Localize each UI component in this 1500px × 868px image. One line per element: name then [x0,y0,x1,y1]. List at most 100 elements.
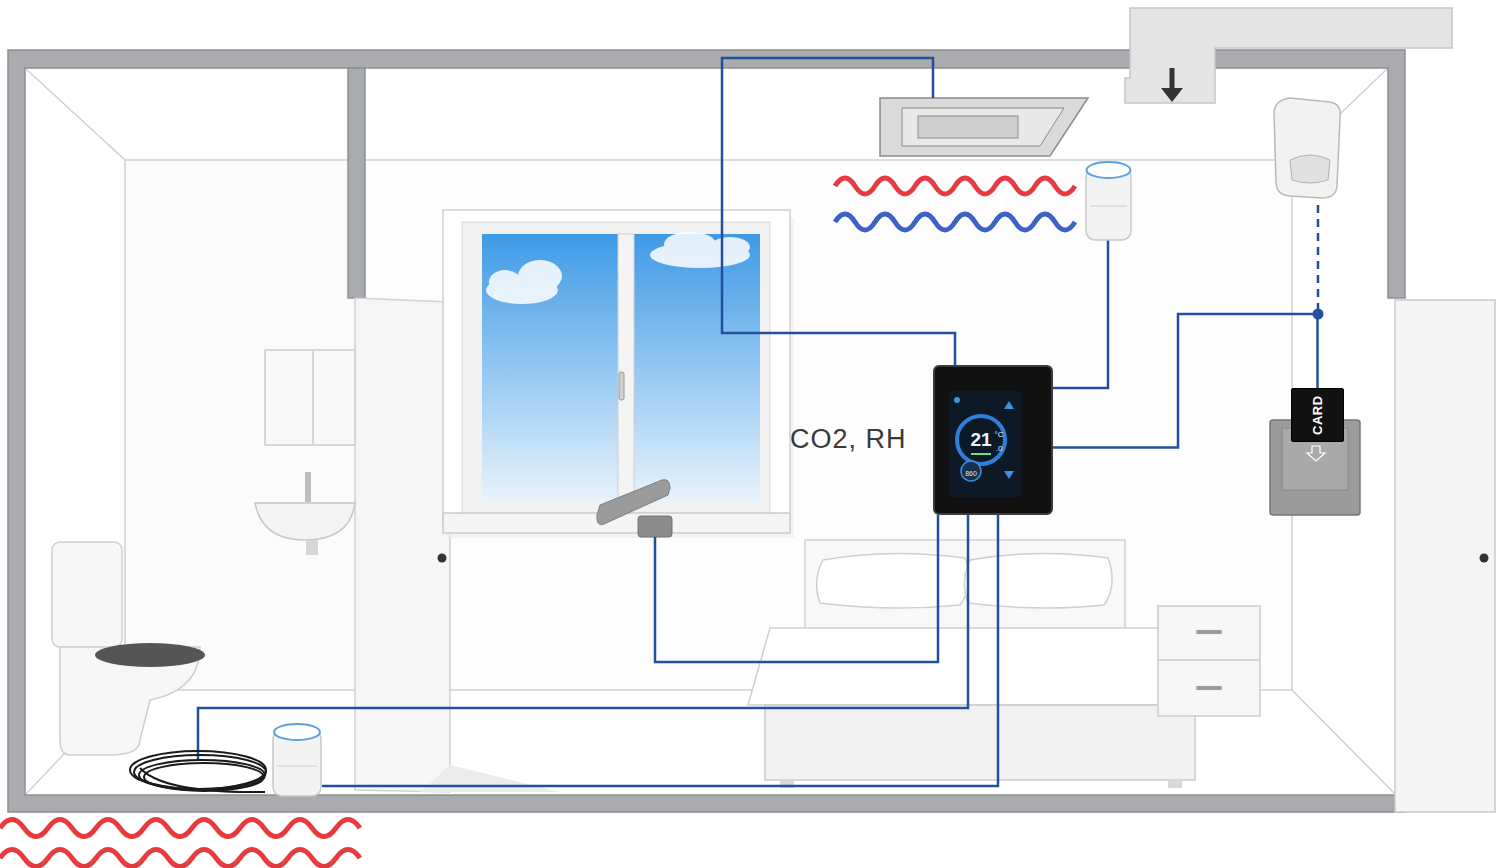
window-glass [482,234,618,502]
sensor-label: CO2, RH [790,425,907,455]
duvet [748,628,1198,705]
door-shadow [420,765,560,792]
setpoint-ring [957,416,1005,464]
sink-drain [306,540,318,555]
sink [255,503,355,540]
floor-heater-wire [198,515,968,760]
sensor-link [1317,205,1320,309]
window-inner-frame [462,222,770,514]
actuator-seam [1090,206,1127,207]
window-contact-wire [655,515,938,662]
partition-wall [348,68,365,298]
drawer-split [1158,659,1260,661]
text-slot: 860 [965,462,977,480]
cooling-wave [835,214,1075,230]
bed-leg [1168,780,1182,788]
heating-wave [835,178,1075,194]
co2-badge [961,461,981,481]
window-frame [443,210,790,520]
cabinet-split [312,350,314,445]
bathroom-ceiling-edge [25,68,348,160]
text-slot: .0 [996,437,1003,455]
screen-ground [949,391,1021,497]
cable-loop [139,760,265,790]
room-wall [8,50,1405,812]
window-glass [634,234,760,502]
insert-arrow [1307,446,1325,461]
co2-value: 860 [965,470,977,478]
perspective-lines [25,68,1396,795]
cloud-part [489,270,521,294]
window-mullion [618,234,634,502]
text-slot: CARD [1292,389,1343,441]
nightstand [1158,606,1260,716]
down-button [1004,471,1014,479]
bathroom-corner [124,160,126,690]
actuator-top [1087,162,1131,178]
floor-valve-wire [322,515,998,786]
card-label: CARD [1310,395,1324,435]
floor-heating-wave [0,850,360,867]
entrance-door [1395,300,1495,812]
control-wiring [198,58,1108,786]
bed-frame [765,705,1195,780]
toilet-tank [52,542,122,647]
motion-sensor [1274,98,1340,198]
cloud [650,232,750,268]
bathroom-door [355,298,450,792]
pillow [964,553,1112,608]
text-slot: 21 [970,430,991,451]
temperature-decimal: .0 [996,445,1003,454]
room-controller: 21 .0 °C 860 [933,365,1053,515]
bathroom-back-wall [125,160,355,690]
cloud [486,260,562,304]
cloud-part [518,260,562,292]
up-button [1004,401,1014,409]
label-slot: CO2, RH [790,425,907,455]
bedroom-back-wall [365,160,1292,690]
pillow [817,553,969,608]
valve-actuator [1086,162,1131,240]
door-knob [1480,554,1489,563]
drawer-handle [1196,630,1222,634]
temperature-value: 21 [970,430,991,451]
temperature-unit: °C [995,431,1004,440]
cable-tail [140,768,265,792]
air-duct [1125,8,1452,103]
cloud-part [710,237,750,257]
actuator-seam [277,766,317,767]
control-wire [1053,314,1318,448]
sensor-lens [1290,155,1330,183]
level-bar [971,453,991,455]
cassette-grille [902,108,1064,146]
valve-wire [1053,240,1108,388]
toilet-seat [95,643,205,667]
cassette-wire [722,58,955,365]
window-contact-magnet [638,516,672,537]
window-shadow [447,218,794,538]
actuator-top [274,724,320,740]
cable-loop [144,763,264,791]
cassette-centre [918,116,1018,138]
heating-cable [130,751,266,792]
drawer-handle [1196,686,1222,690]
text-slot: °C [995,423,1004,441]
airflow-arrowhead [1161,88,1183,102]
valve-actuator [273,724,321,796]
cloud-part [664,232,716,256]
door-knob [438,554,447,563]
floor-heating-wave [0,820,360,837]
status-icon [954,397,960,403]
window-handle [619,372,624,400]
faucet [305,472,311,502]
key-card: CARD [1291,388,1344,442]
mirror-cabinet [265,350,355,445]
ceiling-cassette [880,98,1088,156]
bedroom-ceiling-edge [365,68,1388,160]
airflow-arrow [1170,68,1175,90]
